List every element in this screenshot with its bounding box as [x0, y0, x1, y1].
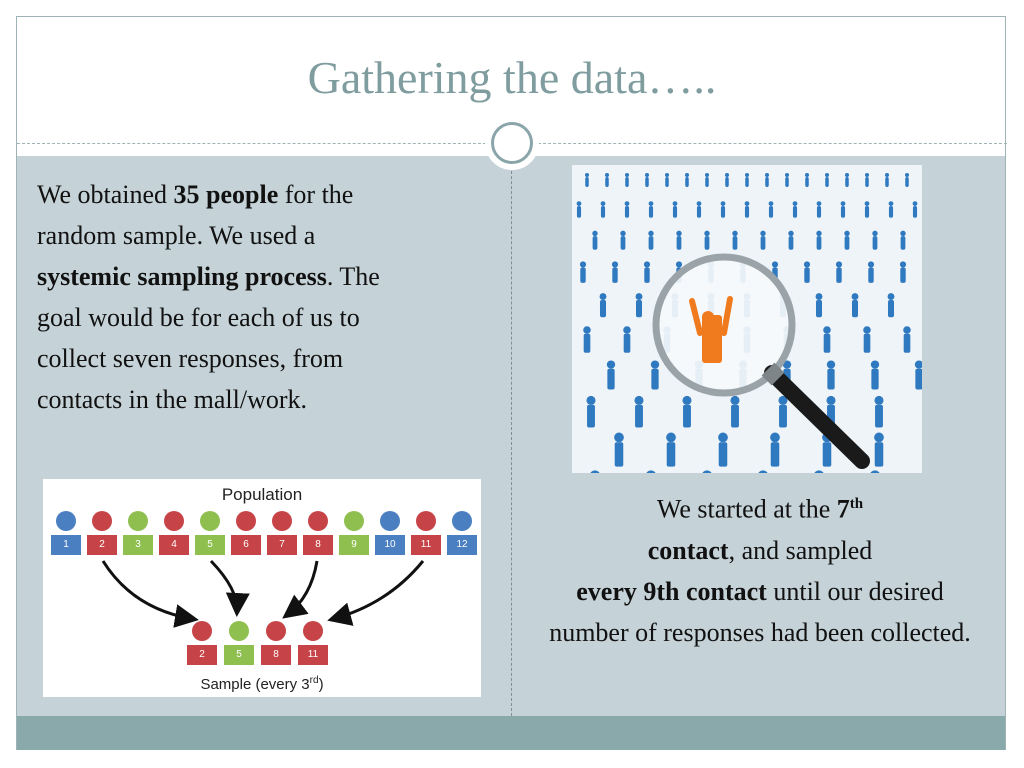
divider-circle-ornament	[485, 116, 539, 170]
person-figure: 11	[411, 511, 441, 557]
right-text-block: We started at the 7th contact, and sample…	[537, 484, 983, 653]
person-figure: 5	[224, 621, 254, 667]
person-figure: 11	[298, 621, 328, 667]
column-divider	[511, 156, 512, 716]
arrow-8	[282, 560, 319, 619]
person-number: 3	[123, 535, 153, 555]
person-head	[380, 511, 400, 531]
arrows	[101, 559, 425, 628]
slide: Gathering the data….. We obtained 35 peo…	[16, 16, 1007, 750]
person-head	[308, 511, 328, 531]
person-figure: 3	[123, 511, 153, 557]
left-text-part: . The goal would be for each of us to co…	[37, 262, 380, 414]
person-head	[272, 511, 292, 531]
person-head	[266, 621, 286, 641]
person-head	[128, 511, 148, 531]
person-number: 1	[51, 535, 81, 555]
person-number: 11	[411, 535, 441, 555]
person-figure: 1	[51, 511, 81, 557]
right-text-bold: 7	[836, 494, 850, 524]
content-area: We obtained 35 people for the random sam…	[17, 156, 1005, 716]
left-text-part: for the random sample. We used a	[37, 180, 354, 250]
person-figure: 12	[447, 511, 477, 557]
left-text-bold: systemic sampling process	[37, 262, 327, 291]
person-figure: 2	[87, 511, 117, 557]
person-head	[192, 621, 212, 641]
person-number: 2	[87, 535, 117, 555]
person-head	[164, 511, 184, 531]
person-number: 4	[159, 535, 189, 555]
person-head	[236, 511, 256, 531]
person-number: 2	[187, 645, 217, 665]
person-figure: 8	[303, 511, 333, 557]
person-number: 5	[195, 535, 225, 555]
left-text-part: We obtained	[37, 180, 174, 209]
person-number: 5	[224, 645, 254, 665]
right-text-sup: th	[849, 496, 864, 512]
person-head	[452, 511, 472, 531]
person-head	[303, 621, 323, 641]
person-number: 6	[231, 535, 261, 555]
person-figure: 9	[339, 511, 369, 557]
person-figure: 7	[267, 511, 297, 557]
right-text-part: We started at the	[656, 494, 837, 524]
left-text-bold: 35 people	[173, 180, 279, 209]
person-number: 10	[375, 535, 405, 555]
footer-bar	[17, 716, 1005, 750]
person-figure: 5	[195, 511, 225, 557]
sample-label-end: )	[318, 676, 324, 693]
person-figure: 10	[375, 511, 405, 557]
right-text-bold: contact	[647, 535, 729, 565]
person-figure: 4	[159, 511, 189, 557]
person-head	[344, 511, 364, 531]
crowd-magnifier-image	[572, 165, 922, 473]
person-head	[56, 511, 76, 531]
person-number: 12	[447, 535, 477, 555]
left-text-block: We obtained 35 people for the random sam…	[37, 174, 397, 420]
person-figure: 8	[261, 621, 291, 667]
person-number: 11	[298, 645, 328, 665]
sample-label-sup: rd	[309, 675, 319, 686]
person-number: 7	[267, 535, 297, 555]
person-number: 9	[339, 535, 369, 555]
person-head	[200, 511, 220, 531]
crowd-illustration	[572, 165, 922, 473]
sample-label: Sample (every 3rd)	[43, 675, 481, 693]
right-text-part: until our desired number of responses ha…	[549, 576, 971, 647]
sample-label-text: Sample (every 3	[200, 676, 310, 693]
right-text-bold: every 9th contact	[576, 576, 767, 606]
person-head	[92, 511, 112, 531]
person-figure: 6	[231, 511, 261, 557]
slide-title: Gathering the data…..	[307, 52, 717, 103]
person-head	[229, 621, 249, 641]
person-figure: 2	[187, 621, 217, 667]
person-number: 8	[303, 535, 333, 555]
arrow-11	[327, 560, 425, 626]
population-label: Population	[221, 485, 303, 504]
person-head	[416, 511, 436, 531]
arrow-5	[209, 559, 250, 617]
person-number: 8	[261, 645, 291, 665]
right-text-part: , and sampled	[728, 535, 873, 565]
arrow-2	[101, 560, 199, 628]
